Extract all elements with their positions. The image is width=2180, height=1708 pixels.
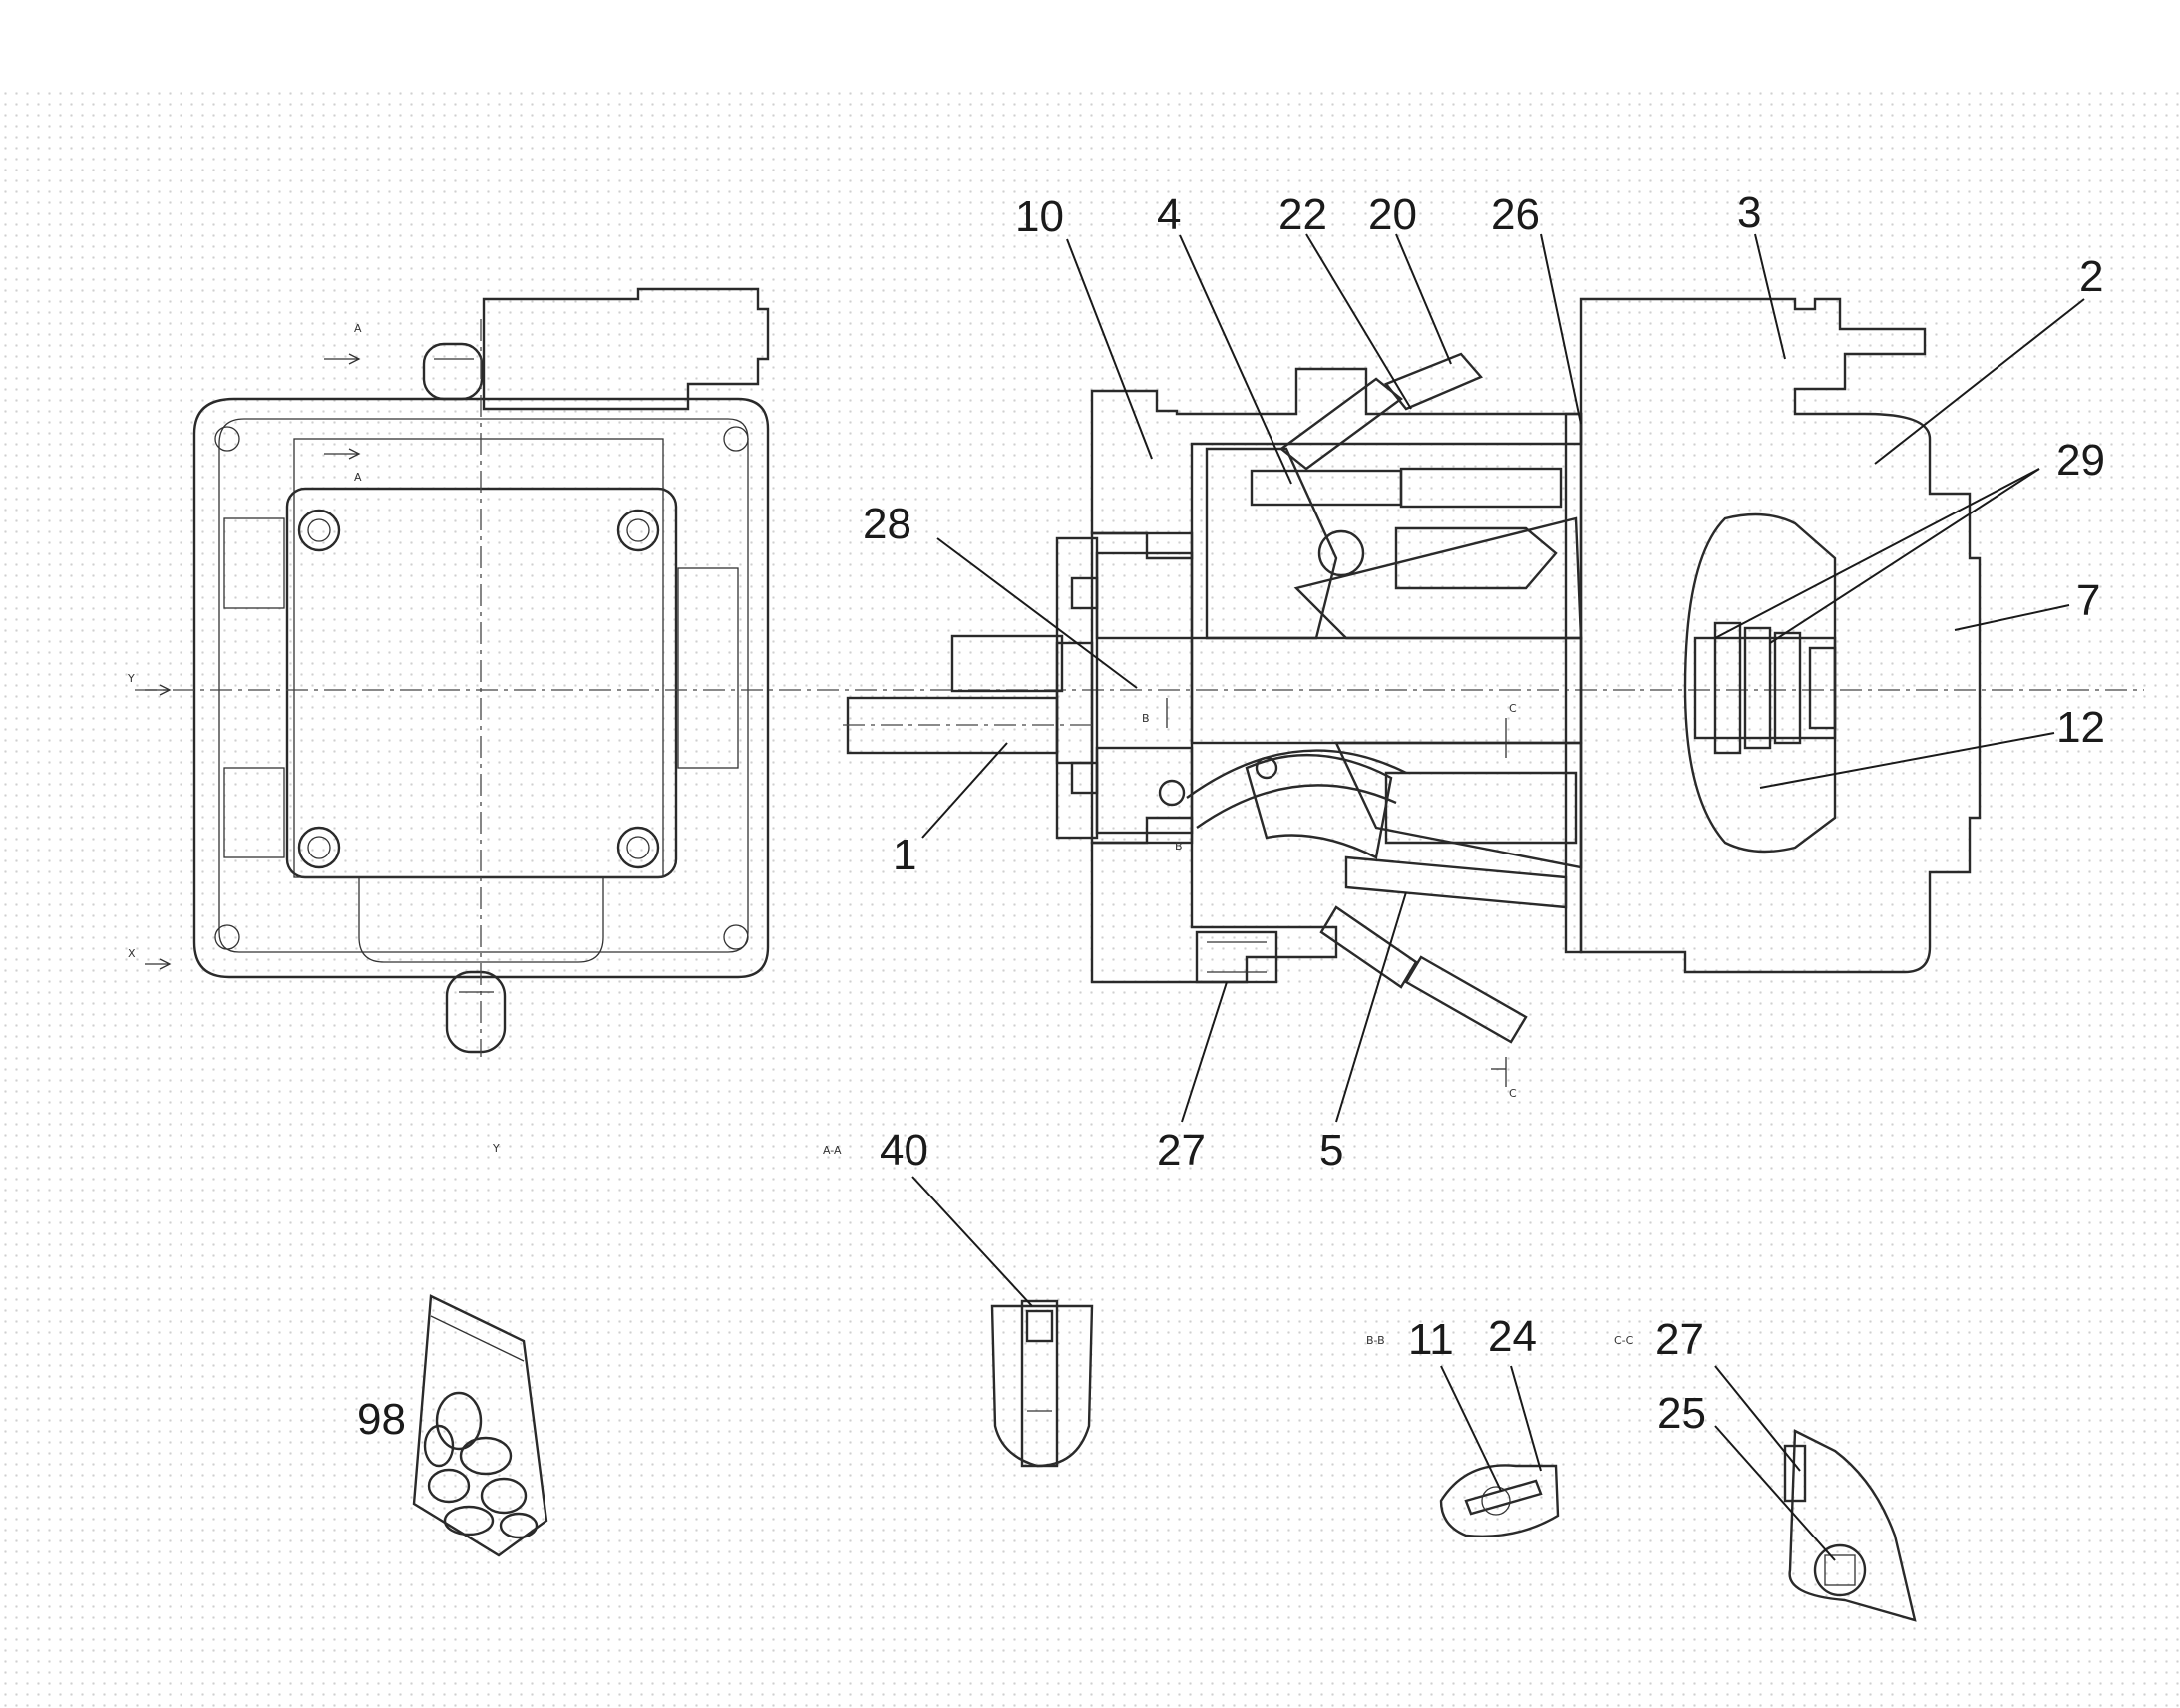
callout-12: 12 [2056,703,2105,752]
front-view [135,287,2144,1057]
detail-a-a [990,1299,1094,1468]
callout-11: 11 [1408,1315,1454,1364]
dotted-background [0,88,2180,1708]
leader-lines [911,233,2085,1561]
callout-29: 29 [2056,436,2105,485]
section-label-a-a: A-A [823,1144,842,1157]
section-mark-c-2: C [1509,1087,1517,1100]
callout-1: 1 [893,831,916,879]
view-mark-x-left: X [128,947,136,960]
section-mark-a-top: A [354,322,362,335]
callout-4: 4 [1157,190,1181,239]
section-label-c-c: C-C [1614,1334,1634,1347]
section-mark-c: C [1509,702,1517,715]
callout-3: 3 [1737,188,1761,237]
section-mark-a-mid: A [354,471,362,484]
callout-28: 28 [863,500,911,548]
callout-5: 5 [1319,1126,1343,1175]
callout-25: 25 [1657,1389,1706,1438]
main-section-view [843,297,1982,1087]
callout-27: 27 [1157,1126,1206,1175]
detail-c-c [1783,1429,1917,1622]
o-ring-bag-icon [412,1294,548,1557]
callout-27-detail: 27 [1655,1315,1704,1364]
callout-10: 10 [1015,192,1064,241]
callout-24: 24 [1488,1312,1537,1361]
view-label-y: Y [492,1142,500,1155]
bolt-icon [297,509,660,869]
section-mark-b: B [1142,712,1150,725]
detail-b-b [1439,1464,1560,1537]
callout-40: 40 [880,1126,928,1175]
section-mark-b-2: B [1175,840,1183,853]
view-mark-y-left: Y [127,672,135,685]
callout-26: 26 [1491,190,1540,239]
callout-20: 20 [1368,190,1417,239]
callout-98: 98 [357,1395,406,1444]
callout-7: 7 [2076,576,2100,625]
section-label-b-b: B-B [1366,1334,1385,1347]
callout-22: 22 [1278,190,1327,239]
callout-2: 2 [2079,252,2103,301]
